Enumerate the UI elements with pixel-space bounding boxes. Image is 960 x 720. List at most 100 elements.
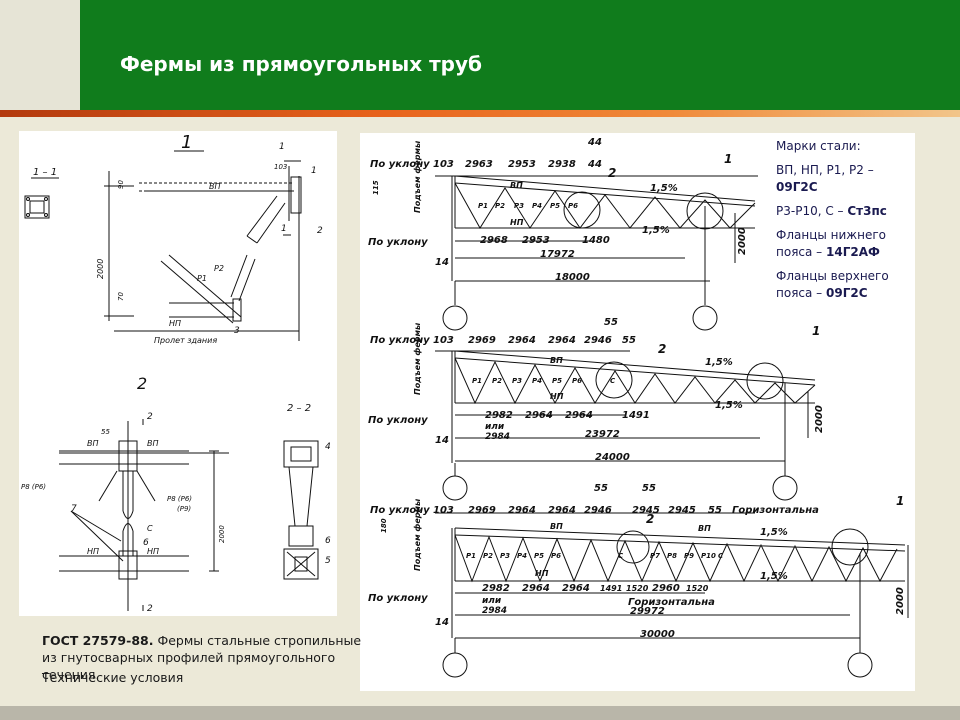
section-2-2-label: 2 – 2 <box>287 403 311 414</box>
steel-header: Марки стали: <box>776 139 861 153</box>
t2-label-bottom-slope: По уклону <box>368 415 428 426</box>
callout-6: 6 <box>143 538 149 548</box>
label-np-2b: НП <box>147 547 159 556</box>
steel-item-4-value: 09Г2С <box>826 286 868 300</box>
t2-callout-1: 1 <box>812 324 820 338</box>
t2-chord-bottom: НП <box>550 392 564 401</box>
t1-panel-r3: Р3 <box>514 202 524 210</box>
t3-slope-top: 1,5% <box>760 527 788 538</box>
callout-4: 4 <box>325 442 331 452</box>
t2-bdim-0: 2982 <box>485 410 513 421</box>
t2-dim-2: 2964 <box>508 335 536 346</box>
t3-bottom-alt-b: 2984 <box>482 606 507 616</box>
node-details-drawing: 1 1 – 1 ВП 1 103 1 2 1 2000 90 70 Р1 Р2 … <box>19 131 337 616</box>
label-p9: (Р9) <box>177 505 191 513</box>
t1-panel-r2: Р2 <box>495 202 505 210</box>
t3-callout-1: 1 <box>896 494 904 508</box>
t2-callout-2: 2 <box>658 342 666 356</box>
t1-rise: Подъем фермы <box>413 140 422 213</box>
section-1-1-label: 1 – 1 <box>33 167 57 178</box>
t3-height: 2000 <box>895 587 906 615</box>
label-r1: Р1 <box>197 274 207 283</box>
t3-bdim-0: 2982 <box>482 583 510 594</box>
t3-panel-0: Р1 <box>466 552 476 560</box>
t2-bottom-alt-a: или <box>485 422 505 432</box>
callout-1-right: 1 <box>311 166 317 176</box>
t2-panel-3: Р4 <box>532 377 542 385</box>
steel-item-1-label: ВП, НП, Р1, Р2 – <box>776 163 874 177</box>
t3-dim-5: 2945 <box>632 505 660 516</box>
t2-panel-4: Р5 <box>552 377 562 385</box>
slide-title: Фермы из прямоугольных труб <box>120 52 482 76</box>
t1-bdim-0: 2968 <box>480 235 508 246</box>
t2-slope-bottom: 1,5% <box>715 400 743 411</box>
callout-7: 7 <box>71 504 77 514</box>
t3-panel-4: Р5 <box>534 552 544 560</box>
t3-inner-span: 29972 <box>630 606 665 617</box>
t1-dim-extra: 44 <box>587 137 602 148</box>
steel-item-4-label: Фланцы верхнего пояса – <box>776 269 889 300</box>
t3-top-horizontal: Горизонтальна <box>732 505 819 516</box>
label-np-2a: НП <box>87 547 99 556</box>
span-label: Пролет здания <box>154 336 217 345</box>
t1-dim-1: 2963 <box>465 159 493 170</box>
t1-panel-r6: Р6 <box>568 202 578 210</box>
dim-55: 55 <box>101 428 110 436</box>
t1-support: 14 <box>435 257 449 268</box>
t2-slope-top: 1,5% <box>705 357 733 368</box>
t3-bdim-3: 1491 <box>600 584 622 593</box>
t1-dim-3: 2938 <box>548 159 576 170</box>
steel-item-1: ВП, НП, Р1, Р2 – 09Г2С <box>776 162 911 196</box>
node-details-svg: 1 1 – 1 ВП 1 103 1 2 1 2000 90 70 Р1 Р2 … <box>21 132 331 614</box>
t3-label-bottom-slope: По уклону <box>368 593 428 604</box>
dim-103: 103 <box>274 163 287 171</box>
standard-subtitle: Технические условия <box>42 670 184 685</box>
view-1-label: 1 <box>181 132 192 153</box>
t1-left-height: 115 <box>372 180 380 195</box>
t1-dim-0: 103 <box>433 159 454 170</box>
t3-panel-8: Р8 <box>667 552 677 560</box>
steel-item-3-value: 14Г2АФ <box>826 245 880 259</box>
t3-panel-1: Р2 <box>483 552 493 560</box>
t3-left-height: 180 <box>380 518 388 533</box>
t1-bdim-1: 2953 <box>522 235 550 246</box>
label-np-1: НП <box>169 319 181 328</box>
truss-drawings: По уклону 103 2963 2953 2938 44 44 1 2 1… <box>360 133 915 691</box>
t3-callout-2: 2 <box>646 512 654 526</box>
t3-bottom-horizontal: Горизонтальна <box>628 597 715 608</box>
label-p8p6-left: Р8 (Р6) <box>21 483 46 491</box>
t3-chord-top-2: ВП <box>698 524 711 533</box>
steel-item-4: Фланцы верхнего пояса – 09Г2С <box>776 268 911 302</box>
callout-1-top: 1 <box>279 142 285 152</box>
t1-label-top-slope: По уклону <box>370 159 430 170</box>
t3-label-top-slope: По уклону <box>370 505 430 516</box>
t2-support: 14 <box>435 435 449 446</box>
t3-panel-7: Р7 <box>650 552 660 560</box>
t1-dim-4: 44 <box>587 159 602 170</box>
t3-dim-4: 2946 <box>584 505 612 516</box>
t1-span: 18000 <box>555 272 590 283</box>
label-r2: Р2 <box>214 264 224 273</box>
truss-drawings-svg: По уклону 103 2963 2953 2938 44 44 1 2 1… <box>368 137 909 678</box>
dim-2000-left: 2000 <box>96 259 105 279</box>
t2-panel-2: Р3 <box>512 377 522 385</box>
title-bar <box>80 0 960 110</box>
view-2-label: 2 <box>137 374 147 393</box>
t2-bdim-1: 2964 <box>525 410 553 421</box>
t3-panel-6: С <box>618 552 624 560</box>
t1-callout-1: 1 <box>724 152 732 166</box>
t1-label-bottom-slope: По уклону <box>368 237 428 248</box>
label-p8p6-right: Р8 (Р6) <box>167 495 192 503</box>
t2-span: 24000 <box>595 452 630 463</box>
callout-2-cut-top: 2 <box>147 412 153 422</box>
dim-2000-node: 2000 <box>218 525 226 543</box>
bottom-bar <box>0 706 960 720</box>
accent-line <box>0 110 960 117</box>
t3-panel-2: Р3 <box>500 552 510 560</box>
t2-rise: Подъем фермы <box>413 322 422 395</box>
t1-slope-bottom: 1,5% <box>642 225 670 236</box>
steel-item-1-value: 09Г2С <box>776 180 818 194</box>
t3-bdim-1: 2964 <box>522 583 550 594</box>
t2-dim-0: 103 <box>433 335 454 346</box>
